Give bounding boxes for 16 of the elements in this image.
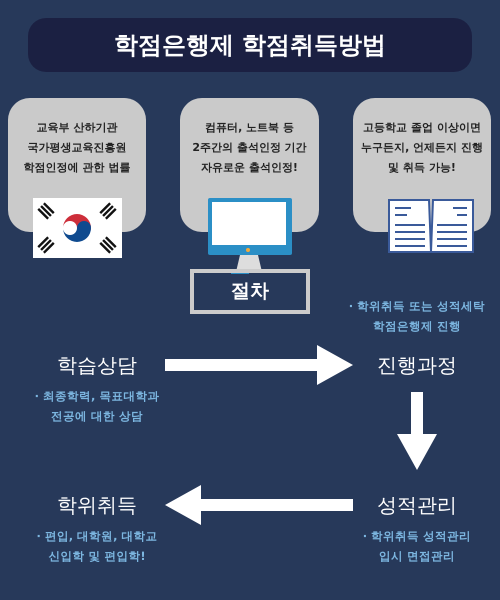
block-arrow	[397, 392, 437, 470]
step-note: · 학위취득 또는 성적세탁 학점은행제 진행	[348, 298, 486, 335]
step-label: 학습상담	[37, 350, 157, 380]
step-note: · 편입, 대학원, 대학교 신입학 및 편입학!	[35, 528, 159, 565]
card-text: 컴퓨터, 노트북 등 2주간의 출석인정 기간 자유로운 출석인정!	[191, 120, 308, 176]
block-arrow	[165, 485, 353, 525]
card-text: 교육부 산하기관 국가평생교육진흥원 학점인정에 관한 법률	[22, 120, 132, 176]
step-note: · 최종학력, 목표대학과 전공에 대한 상담	[34, 388, 160, 425]
step-label: 진행과정	[357, 350, 477, 380]
procedure-box: 절차	[190, 269, 310, 314]
card-text: 고등학교 졸업 이상이면 누구든지, 언제든지 진행 및 취득 가능!	[360, 120, 484, 176]
step-label: 학위취득	[37, 490, 157, 520]
step-label: 성적관리	[357, 490, 477, 520]
block-arrow	[165, 345, 353, 385]
step-note: · 학위취득 성적관리 입시 면접관리	[362, 528, 472, 565]
title-banner: 학점은행제 학점취득방법	[28, 18, 472, 72]
